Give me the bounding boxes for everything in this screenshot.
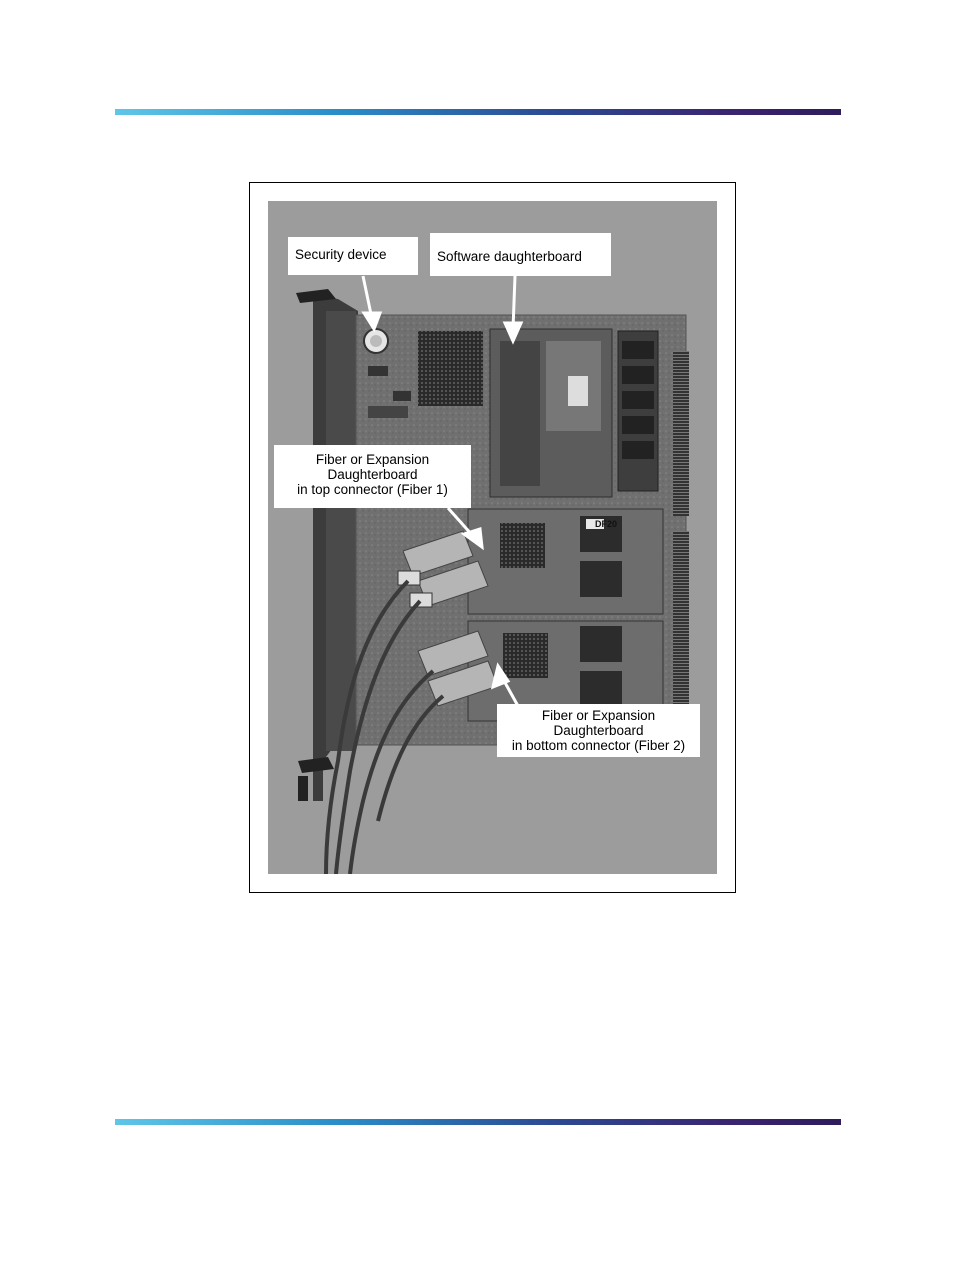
callout-software-daughterboard: Software daughterboard: [430, 233, 611, 276]
callout-fiber-bottom-line1: Fiber or Expansion: [541, 708, 656, 723]
chip-label-df20: DF20: [595, 519, 617, 529]
callout-fiber-top-line1: Fiber or Expansion: [315, 452, 430, 467]
callout-fiber-bottom: Fiber or Expansion Daughterboard in bott…: [497, 704, 700, 757]
footer-rule: [115, 1119, 841, 1125]
callout-fiber-bottom-line3: in bottom connector (Fiber 2): [511, 738, 686, 753]
header-rule: [115, 109, 841, 115]
circuit-board-illustration: DF20: [268, 201, 717, 874]
callout-fiber-bottom-line2: Daughterboard: [553, 723, 644, 738]
callout-security-device: Security device: [288, 237, 418, 275]
circuit-board-photo: DF20: [268, 201, 717, 874]
callout-software-daughterboard-label: Software daughterboard: [437, 249, 582, 264]
callout-fiber-top-line3: in top connector (Fiber 1): [297, 482, 448, 497]
callout-fiber-top: Fiber or Expansion Daughterboard in top …: [274, 445, 471, 508]
callout-fiber-top-line2: Daughterboard: [327, 467, 418, 482]
callout-security-device-label: Security device: [295, 247, 387, 262]
